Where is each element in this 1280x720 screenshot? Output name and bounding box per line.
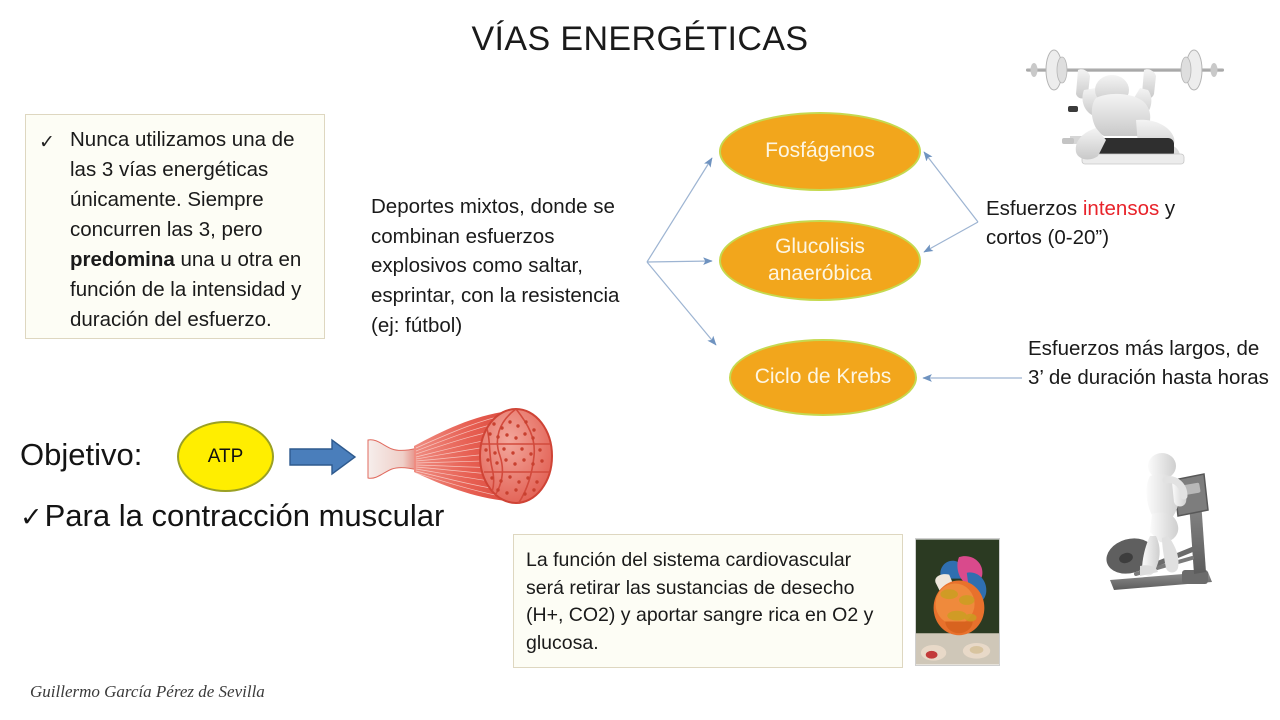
callout-vias-text: Nunca utilizamos una de las 3 vías energ… [70, 125, 312, 334]
check-icon-objetivo: ✓ [20, 502, 43, 532]
callout-vias-text-part1: Nunca utilizamos una de las 3 vías energ… [70, 128, 295, 241]
blue-block-arrow-icon [289, 438, 357, 476]
annotation-intensos-prefix: Esfuerzos [986, 197, 1083, 220]
atp-label: ATP [207, 445, 244, 467]
callout-sistema-cardiovascular: La función del sistema cardiovascular se… [513, 534, 903, 668]
pathway-ellipse-glucolisis-anaerobica[interactable]: Glucolisis anaeróbica [719, 220, 921, 301]
callout-cardio-text: La función del sistema cardiovascular se… [526, 549, 874, 655]
atp-ellipse[interactable]: ATP [177, 421, 274, 492]
bench-press-figure-image [1026, 49, 1224, 165]
arrow-to-glucolisis [646, 257, 713, 265]
annotation-intensos-highlight: intensos [1082, 197, 1160, 220]
footer-author: Guillermo García Pérez de Sevilla [30, 682, 265, 701]
skeletal-muscle-fiber-illustration [367, 408, 553, 504]
callout-vias-text-part2: una u otra en función de la intensidad y… [70, 247, 302, 331]
objetivo-label: Objetivo: [20, 437, 143, 472]
pathway-ellipse-fosfagenos[interactable]: Fosfágenos [719, 112, 921, 191]
annotation-esfuerzos-largos: Esfuerzos más largos, de 3’ de duración … [1028, 337, 1269, 390]
annotation-esfuerzos-intensos: Esfuerzos intensos y cortos (0-20”) [986, 194, 1236, 252]
check-icon: ✓ [39, 132, 55, 153]
arrow-to-fosfagenos [646, 157, 713, 263]
callout-vias-energeticas: ✓ Nunca utilizamos una de las 3 vías ene… [25, 114, 325, 339]
annotation-intensos-suffix: y [1159, 197, 1176, 220]
pathway-label-fosfagenos: Fosfágenos [765, 139, 875, 163]
pathway-ellipse-ciclo-de-krebs[interactable]: Ciclo de Krebs [729, 339, 917, 416]
pathway-label-ciclo-de-krebs: Ciclo de Krebs [754, 365, 892, 389]
paragraph-deportes-mixtos: Deportes mixtos, donde se combinan esfue… [371, 195, 620, 337]
objetivo-bullet-text: Para la contracción muscular [44, 498, 445, 533]
elliptical-trainer-figure-image [1106, 453, 1212, 590]
arrow-intensos-to-glucolisis [923, 221, 979, 253]
anatomical-heart-model-photo [915, 538, 1000, 666]
arrow-intensos-to-fosfagenos [923, 151, 979, 223]
annotation-intensos-line2: cortos (0-20”) [986, 226, 1110, 250]
objetivo-bullet: ✓Para la contracción muscular [20, 498, 444, 534]
page-title: VÍAS ENERGÉTICAS [471, 20, 809, 58]
callout-vias-text-bold: predomina [70, 247, 175, 271]
pathway-label-glucolisis-anaerobica: Glucolisis anaeróbica [768, 235, 872, 285]
arrow-to-ciclo-krebs [646, 261, 717, 346]
